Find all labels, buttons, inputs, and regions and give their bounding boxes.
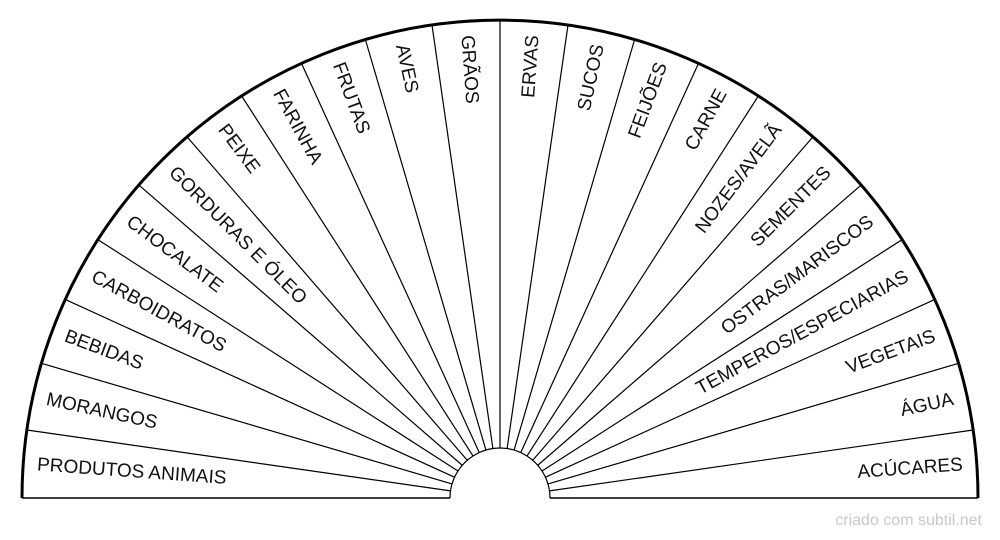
divider-line: [506, 24, 569, 449]
segment-label: VEGETAIS: [843, 326, 938, 378]
segment-label: OSTRAS/MARISCOS: [717, 212, 877, 340]
divider-line: [186, 136, 468, 461]
divider-line: [300, 62, 480, 453]
divider-line: [520, 62, 700, 453]
divider-line: [241, 95, 474, 457]
segment-label: GRÃOS: [456, 34, 483, 104]
divider-lines: [26, 20, 974, 492]
segment-label: ACÚCARES: [857, 453, 964, 482]
segment-label: FEIJÕES: [624, 59, 672, 141]
segment-label: PRODUTOS ANIMAIS: [36, 454, 227, 488]
divider-line: [431, 24, 494, 449]
divider-line: [537, 184, 862, 466]
divider-line: [97, 239, 459, 472]
divider-line: [138, 184, 463, 466]
segment-label: CARNE: [681, 86, 731, 154]
segment-label: MORANGOS: [44, 389, 159, 434]
divider-line: [64, 298, 455, 478]
segment-label: FRUTAS: [328, 60, 374, 137]
segment-label: ÁGUA: [899, 389, 956, 421]
outer-arc: [20, 18, 980, 499]
divider-line: [364, 39, 487, 451]
divider-line: [526, 95, 759, 457]
segment-label: BEBIDAS: [62, 326, 147, 374]
segment-label: PEIXE: [214, 120, 264, 177]
divider-line: [549, 429, 974, 492]
divider-line: [541, 239, 903, 472]
segment-label: CHOCALATE: [122, 212, 226, 298]
divider-line: [547, 362, 959, 485]
inner-arc: [449, 447, 551, 499]
divider-line: [26, 429, 451, 492]
segment-label: SUCOS: [574, 42, 609, 112]
divider-line: [513, 39, 636, 451]
divider-line: [545, 298, 936, 478]
segment-label: GORDURAS E ÓLEO: [164, 162, 311, 309]
segment-label: SEMENTES: [747, 162, 836, 251]
divider-line: [532, 136, 814, 461]
divider-line: [41, 362, 453, 485]
segment-label: AVES: [391, 42, 422, 95]
credit-text: criado com subtil.net: [835, 512, 982, 529]
segment-label: ERVAS: [518, 34, 543, 98]
